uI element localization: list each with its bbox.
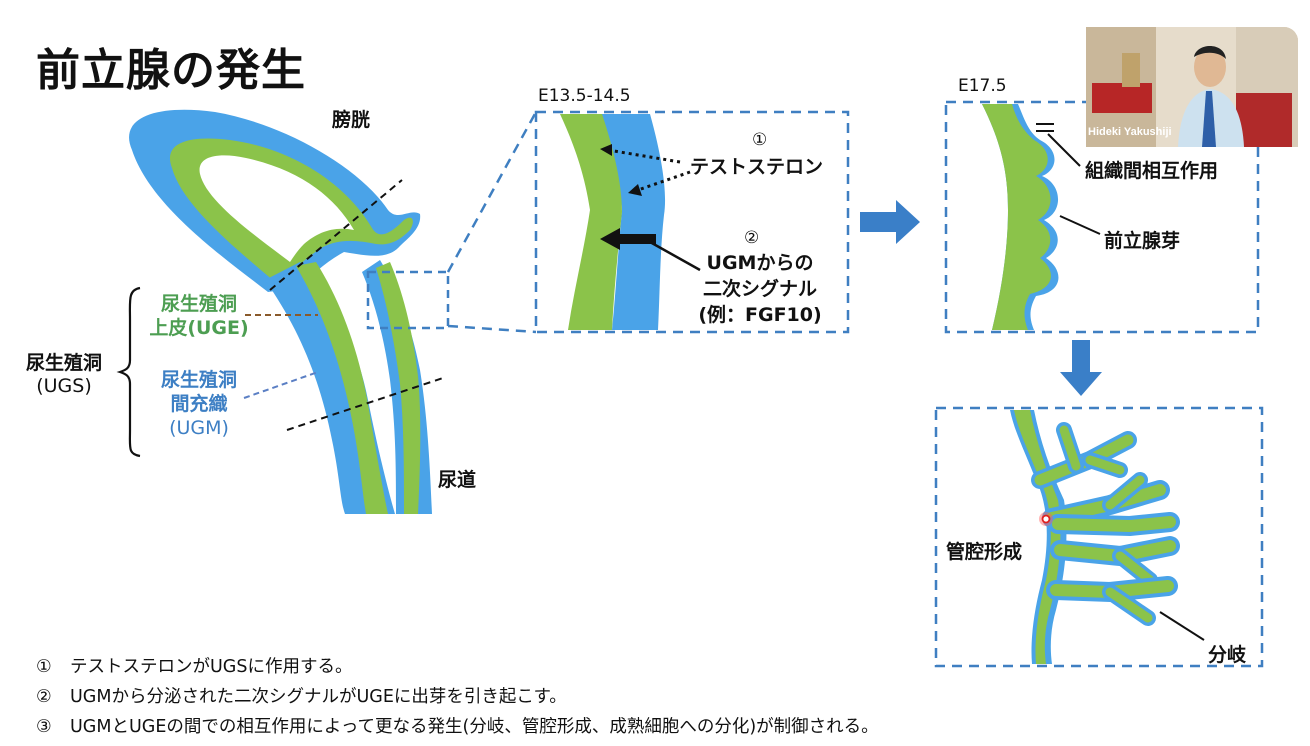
panel-late-drawing <box>944 100 1260 334</box>
panel-early-drawing <box>534 110 850 334</box>
bladder-label: 膀胱 <box>332 109 371 131</box>
interaction-label: 組織間相互作用 <box>1085 160 1219 182</box>
ugs-label: 尿生殖洞 (UGS) <box>25 352 102 397</box>
ugs-left-epithelium <box>296 262 388 514</box>
prostate-bud-label: 前立腺芽 <box>1104 230 1181 252</box>
participant-name: Hideki Yakushiji <box>1088 126 1172 138</box>
progression-arrow-right <box>860 200 920 244</box>
lumen-formation-label: 管腔形成 <box>946 541 1023 563</box>
urogenital-sinus-drawing <box>116 109 538 514</box>
panel-branch-drawing <box>934 406 1264 668</box>
participant-video[interactable]: Hideki Yakushiji <box>1086 27 1298 147</box>
secondary-signal-label: UGMからの 二次シグナル (例：FGF10) <box>698 252 822 326</box>
marker-two: ② <box>744 228 760 248</box>
slide-title: 前立腺の発生 <box>36 45 306 96</box>
video-frame <box>1086 27 1298 147</box>
marker-one: ① <box>752 130 768 150</box>
progression-arrow-down <box>1060 340 1102 396</box>
branching-label: 分岐 <box>1208 644 1247 666</box>
ugs-right-epithelium <box>376 262 421 514</box>
urethra-label: 尿道 <box>438 469 477 491</box>
stage-late-label: E17.5 <box>958 76 1007 96</box>
uge-label: 尿生殖洞 上皮(UGE) <box>149 293 249 339</box>
stage-early-label: E13.5-14.5 <box>538 86 631 106</box>
ugm-label: 尿生殖洞 間充織 (UGM) <box>160 369 237 439</box>
testosterone-label: テストステロン <box>690 156 824 178</box>
